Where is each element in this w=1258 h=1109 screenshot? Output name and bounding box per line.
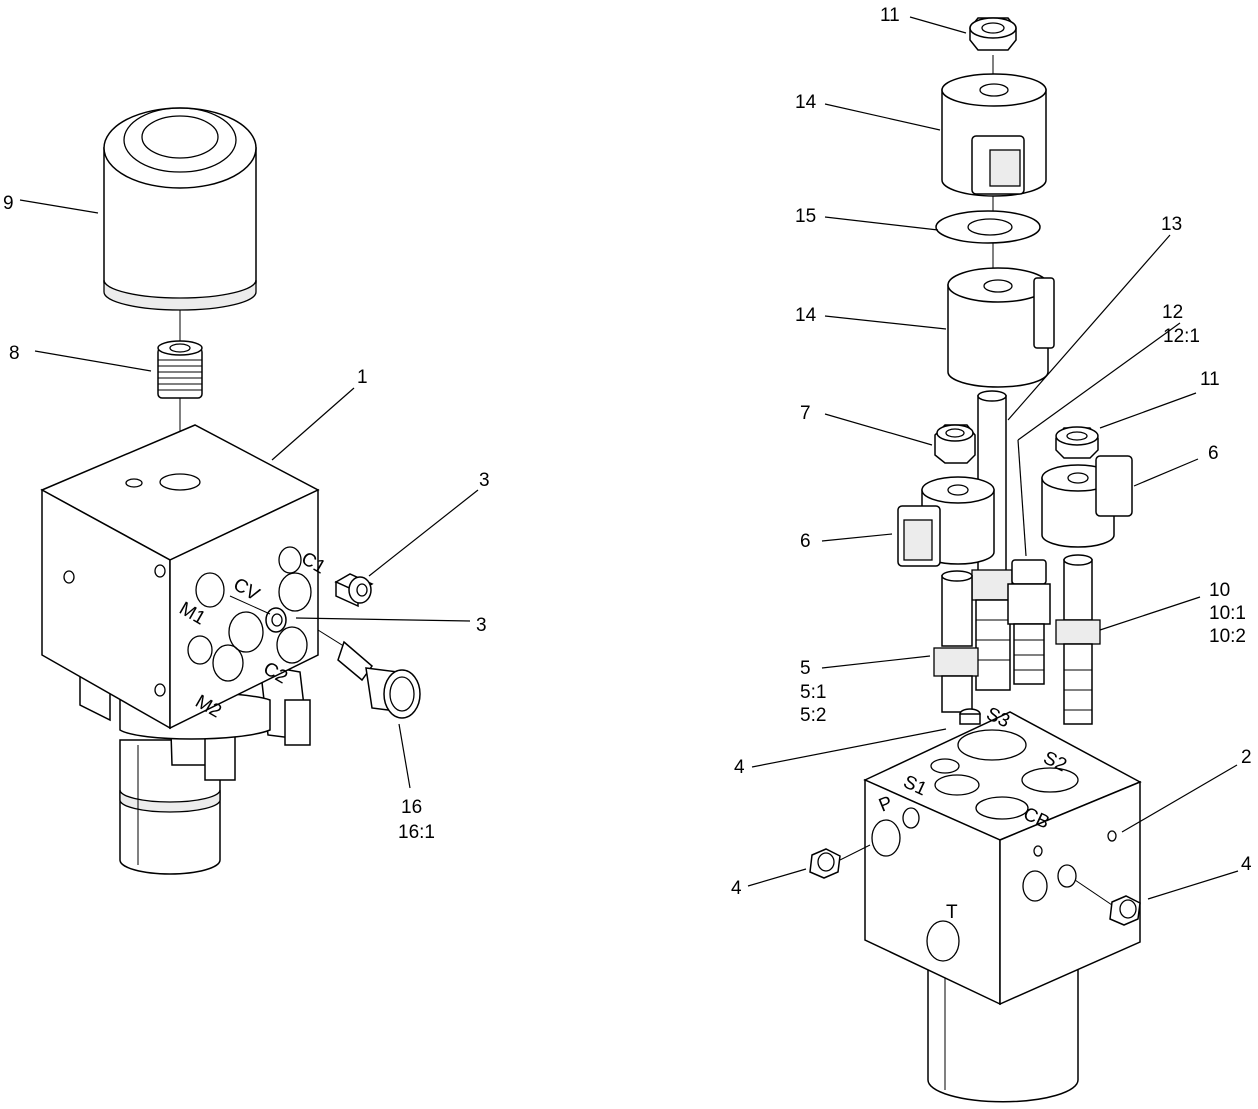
callout-4-left: 4 xyxy=(731,878,742,899)
leader-line xyxy=(34,350,152,372)
callout-10: 10 xyxy=(1209,580,1230,601)
leader-line xyxy=(747,868,807,887)
threaded-fitting xyxy=(157,340,203,399)
cartridge-10 xyxy=(1055,554,1101,725)
leader-line xyxy=(1007,234,1171,421)
leader-line xyxy=(271,387,355,461)
coil-upper xyxy=(941,73,1047,197)
filter-canister xyxy=(103,107,257,311)
coil-6-left xyxy=(897,476,995,567)
cartridge-12 xyxy=(1007,559,1051,685)
leader-line xyxy=(824,216,939,231)
leader-line xyxy=(398,723,411,789)
manifold-block xyxy=(40,424,320,730)
leader-line xyxy=(824,103,941,131)
callout-2: 2 xyxy=(1241,747,1252,768)
callout-5-1: 5:1 xyxy=(800,682,826,703)
callout-11-right: 11 xyxy=(1200,369,1220,390)
leader-line xyxy=(1017,322,1181,441)
callout-16: 16 xyxy=(401,797,422,818)
callout-3-lower: 3 xyxy=(476,615,487,636)
callout-12: 12 xyxy=(1162,302,1183,323)
cartridge-5 xyxy=(933,570,979,713)
callout-16-1: 16:1 xyxy=(398,822,435,843)
leader-line xyxy=(751,728,947,768)
callout-3-upper: 3 xyxy=(479,470,490,491)
leader-line xyxy=(1147,870,1239,900)
callout-11-top: 11 xyxy=(880,5,900,26)
plug-lower xyxy=(229,595,287,633)
leader-line xyxy=(821,533,893,542)
callout-14-lower: 14 xyxy=(795,305,817,326)
callout-6-left: 6 xyxy=(800,531,811,552)
manifold-block-right xyxy=(863,711,1142,1006)
callout-5: 5 xyxy=(800,658,811,679)
leader-line xyxy=(821,655,931,669)
callout-10-1: 10:1 xyxy=(1209,603,1246,624)
callout-10-2: 10:2 xyxy=(1209,626,1246,647)
leader-line xyxy=(19,199,99,214)
callout-13: 13 xyxy=(1161,214,1182,235)
leader-line xyxy=(1099,596,1201,631)
leader-line xyxy=(295,617,471,622)
leader-line xyxy=(368,489,479,577)
relief-valve xyxy=(317,629,421,719)
coil-6-right xyxy=(1041,455,1133,548)
right-assembly: P T S1 S2 S3 CB xyxy=(731,5,1252,1103)
leader-line xyxy=(909,16,967,34)
plug-upper xyxy=(334,573,374,608)
callout-6-right: 6 xyxy=(1208,443,1219,464)
left-assembly: M1 CV C1 C2 M2 xyxy=(3,107,490,875)
leader-line xyxy=(824,413,933,446)
port-label-t: T xyxy=(946,902,958,923)
callout-15: 15 xyxy=(795,206,816,227)
motor-body xyxy=(119,739,221,875)
plug-left xyxy=(809,844,871,879)
plug-top xyxy=(959,708,981,725)
callout-14-upper: 14 xyxy=(795,92,817,113)
callout-9: 9 xyxy=(3,193,14,214)
callout-8: 8 xyxy=(9,343,20,364)
leader-line xyxy=(1017,439,1027,557)
block-right-face xyxy=(169,488,319,730)
leader-line xyxy=(1099,392,1197,429)
coil-lower xyxy=(947,267,1055,388)
nut-7 xyxy=(934,424,976,464)
motor-body-right xyxy=(927,959,1079,1103)
plug-right xyxy=(1074,879,1141,926)
callout-1: 1 xyxy=(357,367,368,388)
callout-5-2: 5:2 xyxy=(800,705,826,726)
leader-line xyxy=(1121,764,1238,833)
nut-top xyxy=(969,17,1017,51)
callout-12-1: 12:1 xyxy=(1163,326,1200,347)
washer xyxy=(935,210,1041,244)
leader-line xyxy=(1133,458,1199,487)
leader-line xyxy=(824,315,947,330)
nut-right xyxy=(1055,426,1099,459)
callout-7: 7 xyxy=(800,403,811,424)
callout-4-right: 4 xyxy=(1241,854,1252,875)
callout-4-upper: 4 xyxy=(734,757,745,778)
block-right-face xyxy=(999,780,1141,1006)
